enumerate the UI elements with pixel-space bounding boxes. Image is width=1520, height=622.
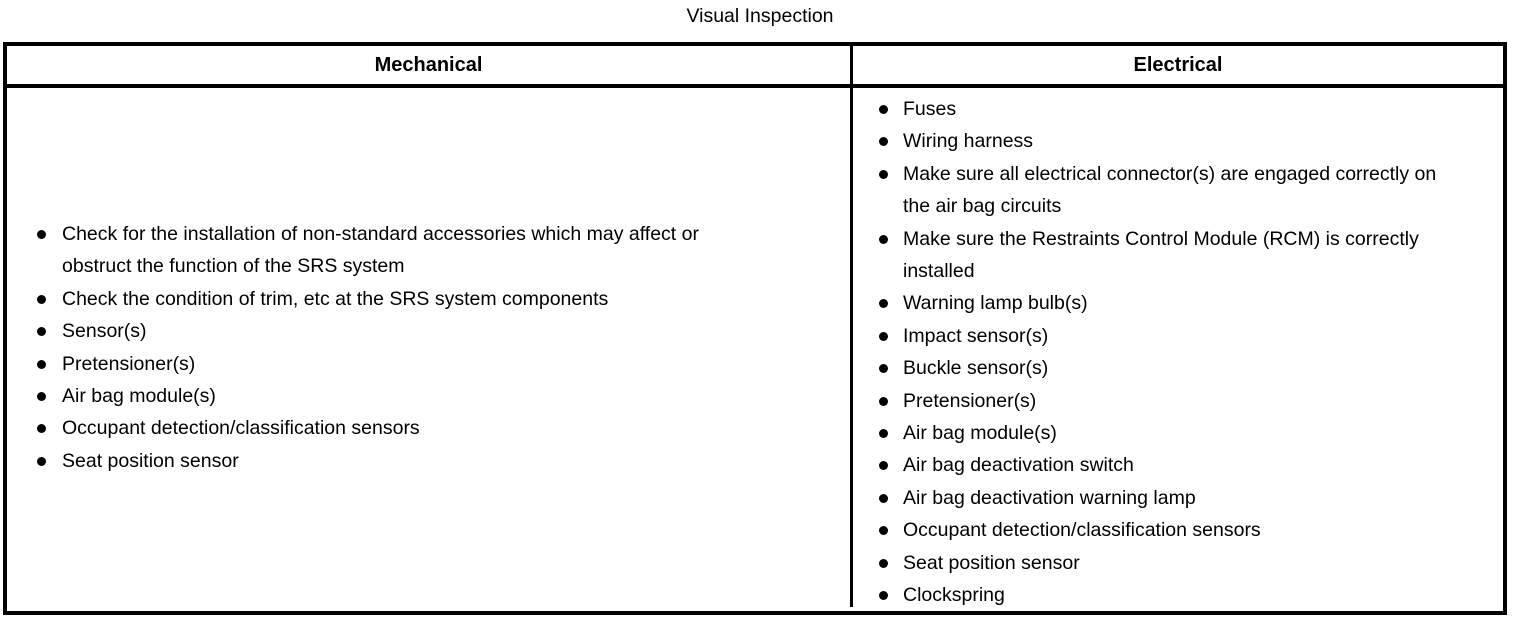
electrical-item-label: Occupant detection/classification sensor… (903, 519, 1261, 542)
list-item: Seat position sensor (876, 547, 1466, 579)
bullet-icon (879, 396, 888, 406)
list-item: Check the condition of trim, etc at the … (33, 283, 755, 315)
bullet-icon (37, 327, 46, 337)
electrical-item-label: Make sure the Restraints Control Module … (903, 227, 1419, 283)
mechanical-item-label: Check for the installation of non-standa… (62, 222, 699, 278)
bullet-icon (879, 169, 888, 179)
bullet-icon (879, 105, 888, 114)
list-item: Clockspring (876, 579, 1466, 611)
bullet-icon (879, 526, 888, 536)
electrical-item-label: Air bag module(s) (903, 422, 1057, 445)
electrical-item-label: Warning lamp bulb(s) (903, 292, 1088, 315)
list-item: Buckle sensor(s) (876, 352, 1466, 384)
bullet-icon (879, 461, 888, 471)
list-item: Air bag module(s) (33, 380, 755, 412)
list-item: Warning lamp bulb(s) (876, 287, 1466, 319)
electrical-item-label: Air bag deactivation warning lamp (903, 486, 1196, 509)
list-item: Pretensioner(s) (33, 348, 755, 380)
electrical-item-label: Wiring harness (903, 130, 1034, 153)
list-item: Impact sensor(s) (876, 320, 1466, 352)
electrical-item-label: Fuses (903, 98, 957, 120)
electrical-item-label: Clockspring (903, 584, 1005, 607)
table-body-row: Check for the installation of non-standa… (7, 88, 1503, 607)
electrical-item-label: Buckle sensor(s) (903, 357, 1049, 380)
mechanical-item-label: Air bag module(s) (62, 384, 216, 407)
header-cell-mechanical: Mechanical (7, 46, 853, 84)
mechanical-item-label: Occupant detection/classification sensor… (62, 417, 420, 440)
body-cell-mechanical: Check for the installation of non-standa… (7, 88, 853, 607)
bullet-icon (879, 591, 888, 601)
mechanical-checklist: Check for the installation of non-standa… (33, 218, 755, 477)
list-item: Fuses (876, 93, 1466, 125)
bullet-icon (879, 299, 888, 309)
list-item: Air bag deactivation warning lamp (876, 482, 1466, 514)
list-item: Pretensioner(s) (876, 385, 1466, 417)
list-item: Wiring harness (876, 125, 1466, 157)
bullet-icon (37, 294, 46, 304)
electrical-item-label: Make sure all electrical connector(s) ar… (903, 162, 1437, 218)
bullet-icon (37, 424, 46, 434)
list-item: Seat position sensor (33, 445, 755, 477)
list-item: Check for the installation of non-standa… (33, 218, 755, 283)
electrical-item-label: Seat position sensor (903, 551, 1080, 574)
bullet-icon (879, 364, 888, 374)
list-item: Air bag module(s) (876, 417, 1466, 449)
mechanical-content: Check for the installation of non-standa… (7, 88, 850, 607)
header-cell-electrical: Electrical (853, 46, 1503, 84)
column-header-electrical-label: Electrical (1133, 53, 1223, 76)
bullet-icon (879, 429, 888, 439)
page-title: Visual Inspection (686, 5, 834, 27)
mechanical-item-label: Check the condition of trim, etc at the … (62, 287, 609, 310)
bullet-icon (37, 359, 46, 369)
bullet-icon (879, 331, 888, 341)
mechanical-item-label: Sensor(s) (62, 320, 147, 343)
bullet-icon (37, 391, 46, 401)
list-item: Make sure all electrical connector(s) ar… (876, 158, 1466, 223)
mechanical-item-label: Pretensioner(s) (62, 352, 196, 375)
list-item: Sensor(s) (33, 315, 755, 347)
bullet-icon (37, 229, 46, 239)
electrical-item-label: Air bag deactivation switch (903, 454, 1134, 477)
inspection-table: Mechanical Electrical Check for the inst… (3, 42, 1507, 615)
list-item: Occupant detection/classification sensor… (876, 514, 1466, 546)
list-item: Make sure the Restraints Control Module … (876, 223, 1466, 288)
bullet-icon (879, 234, 888, 244)
bullet-icon (879, 493, 888, 503)
electrical-item-label: Pretensioner(s) (903, 389, 1037, 412)
column-header-mechanical-label: Mechanical (374, 53, 483, 76)
bullet-icon (879, 137, 888, 147)
list-item: Occupant detection/classification sensor… (33, 412, 755, 444)
list-item: Air bag deactivation switch (876, 449, 1466, 481)
bullet-icon (879, 558, 888, 568)
electrical-item-label: Impact sensor(s) (903, 324, 1049, 347)
mechanical-item-label: Seat position sensor (62, 449, 239, 472)
bullet-icon (37, 456, 46, 466)
table-inner: Mechanical Electrical Check for the inst… (7, 46, 1503, 611)
table-header-row: Mechanical Electrical (7, 46, 1503, 88)
